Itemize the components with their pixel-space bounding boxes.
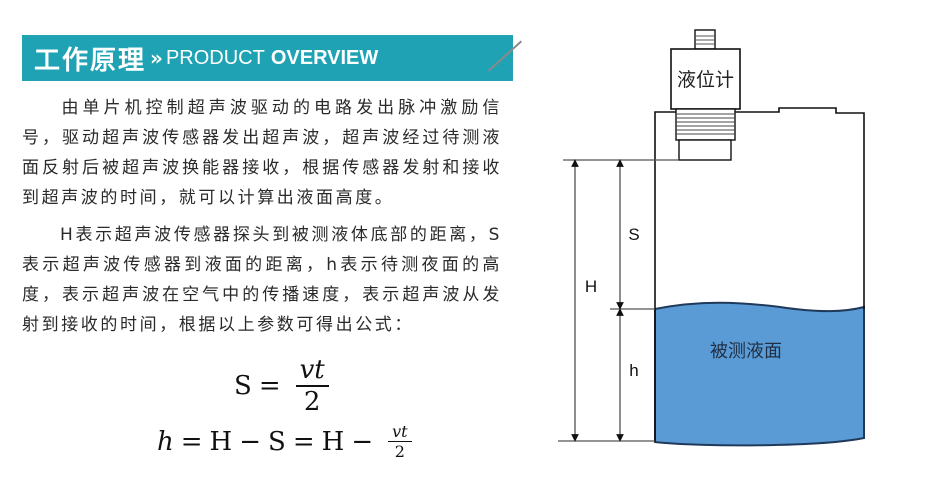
header-title-en-light: PRODUCT bbox=[165, 46, 265, 69]
equals-sign: = bbox=[180, 426, 203, 457]
fraction-numerator: vt bbox=[299, 355, 325, 385]
sensor-body bbox=[670, 48, 741, 110]
paragraph-variables: H表示超声波传感器探头到被测液体底部的距离，S表示超声波传感器到液面的距离，h表… bbox=[22, 220, 502, 340]
minus-sign: − bbox=[351, 426, 374, 457]
fraction-denominator: 2 bbox=[394, 442, 405, 461]
dimension-label-h: h bbox=[629, 361, 638, 380]
fraction-numerator: vt bbox=[392, 422, 408, 441]
formula-term: H bbox=[209, 426, 233, 457]
formula-lhs: S bbox=[234, 370, 252, 401]
formula-lhs: h bbox=[157, 426, 174, 457]
paragraph-text: 由单片机控制超声波驱动的电路发出脉冲激励信号，驱动超声波传感器发出超声波，超声波… bbox=[22, 98, 502, 208]
fraction-denominator: 2 bbox=[303, 386, 321, 417]
dimension-label-S: S bbox=[628, 225, 639, 244]
fraction-bar bbox=[295, 385, 329, 387]
formula-term: H bbox=[321, 426, 345, 457]
tank-outline bbox=[654, 107, 865, 442]
fraction-bar bbox=[388, 441, 412, 442]
formula-h: h = H − S = H − vt 2 bbox=[157, 422, 412, 461]
liquid-body bbox=[654, 301, 865, 447]
dimension-label-H: H bbox=[585, 277, 597, 296]
sensor-label: 液位计 bbox=[677, 69, 734, 91]
header-title-cn: 工作原理 bbox=[34, 45, 147, 76]
double-chevron-icon: » bbox=[150, 46, 163, 70]
liquid-label: 被测液面 bbox=[710, 341, 782, 362]
fraction: vt 2 bbox=[295, 355, 329, 417]
paragraph-principle: 由单片机控制超声波驱动的电路发出脉冲激励信号，驱动超声波传感器发出超声波，超声波… bbox=[22, 93, 502, 213]
paragraph-text: H表示超声波传感器探头到被测液体底部的距离，S表示超声波传感器到液面的距离，h表… bbox=[22, 225, 502, 335]
sensor bbox=[670, 29, 741, 161]
formula-s: S = vt 2 bbox=[234, 355, 329, 417]
formula-term: S bbox=[268, 426, 286, 457]
equals-sign: = bbox=[292, 426, 315, 457]
sensor-probe bbox=[678, 139, 732, 161]
minus-sign: − bbox=[239, 426, 262, 457]
section-header: 工作原理 » PRODUCT OVERVIEW bbox=[22, 35, 513, 81]
header-title-en-bold: OVERVIEW bbox=[270, 46, 379, 69]
fraction: vt 2 bbox=[388, 422, 412, 461]
equals-sign: = bbox=[258, 370, 281, 401]
